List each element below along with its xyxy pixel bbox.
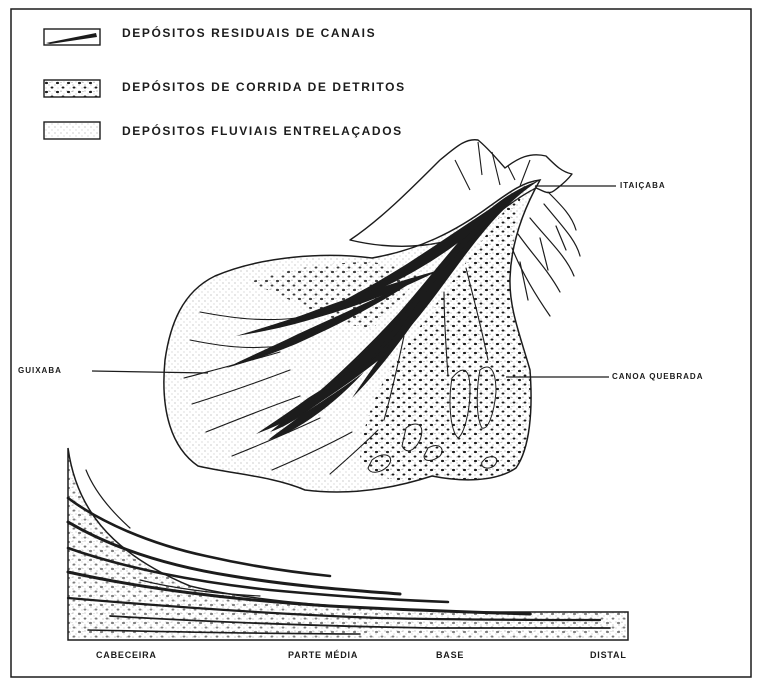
- label-guixaba: GUIXABA: [18, 366, 62, 375]
- legend-label-braided-fluvial: DEPÓSITOS FLUVIAIS ENTRELAÇADOS: [122, 124, 403, 138]
- legend-swatch-debris-flow: [44, 80, 100, 97]
- label-distal: DISTAL: [590, 650, 627, 660]
- legend-swatch-braided-fluvial: [44, 122, 100, 139]
- legend-label-channel-residual: DEPÓSITOS RESIDUAIS DE CANAIS: [122, 26, 376, 40]
- label-canoa-quebrada: CANOA QUEBRADA: [612, 372, 703, 381]
- label-parte-media: PARTE MÉDIA: [288, 650, 358, 660]
- label-itaicaba: ITAIÇABA: [620, 181, 666, 190]
- label-base: BASE: [436, 650, 464, 660]
- label-cabeceira: CABECEIRA: [96, 650, 157, 660]
- legend-label-debris-flow: DEPÓSITOS DE CORRIDA DE DETRITOS: [122, 80, 406, 94]
- legend-swatch-channel-residual: [44, 29, 100, 45]
